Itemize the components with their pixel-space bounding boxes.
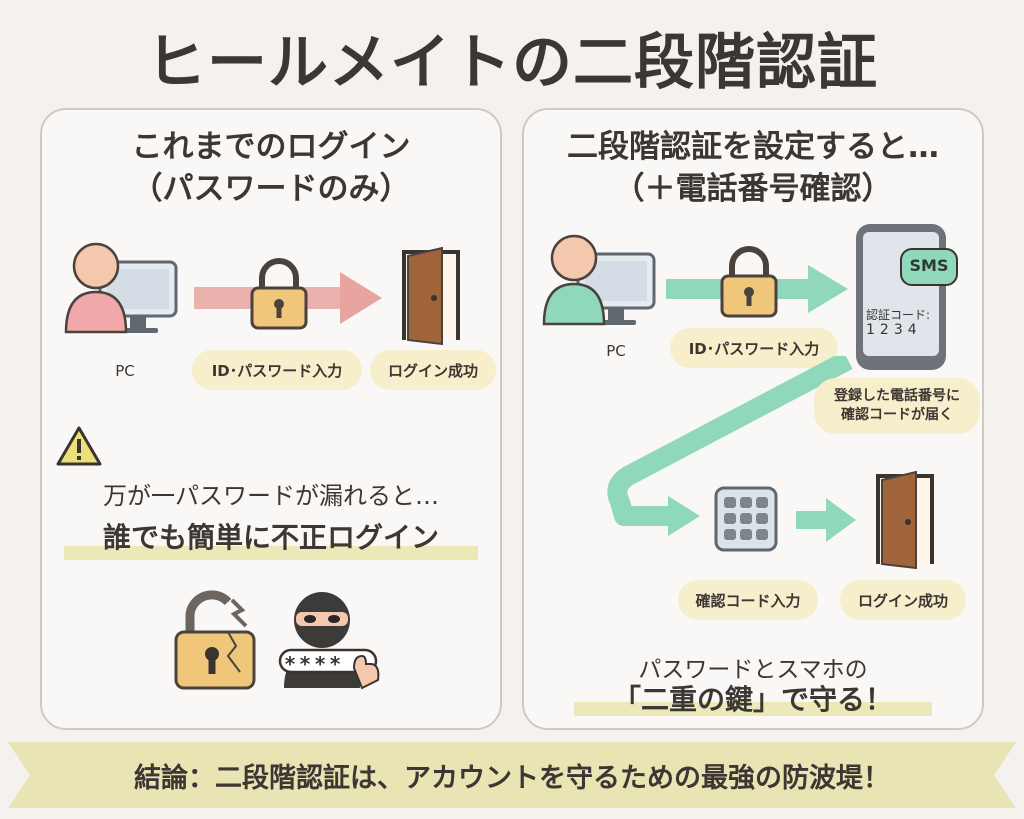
summary-line2: 「二重の鍵」で守る！ (612, 683, 893, 716)
left-panel (40, 108, 502, 730)
left-heading-line1: これまでのログイン (131, 129, 411, 165)
warning-highlight (64, 546, 478, 560)
warning-emphasis: 誰でも簡単に不正ログイン (102, 521, 439, 554)
pc-user-icon (64, 242, 178, 334)
broken-lock-icon (174, 590, 256, 690)
right-step-code: 確認コード入力 (678, 580, 818, 620)
bottom-banner-shape (8, 742, 1016, 808)
page-title: ヒールメイトの二段階認証 (146, 28, 878, 98)
pc-user-icon-right (542, 234, 656, 326)
summary-line1: パスワードとスマホの (638, 657, 868, 683)
left-heading-line2: （パスワードのみ） (131, 171, 411, 207)
password-mask: **** (284, 652, 345, 676)
left-step-success: ログイン成功 (370, 350, 496, 390)
sms-label: SMS (909, 256, 949, 275)
code-value: 1234 (866, 322, 922, 338)
lock-icon (250, 258, 308, 330)
thief-icon (278, 592, 380, 690)
warning-icon (56, 426, 102, 466)
right-flow-arrow-3 (796, 498, 856, 542)
sms-note-line1: 登録した電話番号に (834, 388, 960, 404)
sms-bubble (900, 248, 958, 286)
door-icon-right (876, 470, 934, 570)
right-step-password: ID･パスワード入力 (670, 328, 838, 368)
warning-line: 万が一パスワードが漏れると… (103, 482, 439, 510)
keypad-icon (714, 486, 778, 552)
smartphone (856, 224, 946, 370)
left-step-password: ID･パスワード入力 (192, 350, 362, 390)
right-flow-arrow-2 (607, 356, 853, 536)
sms-note: 登録した電話番号に 確認コードが届く (814, 378, 980, 434)
sms-note-line2: 確認コードが届く (841, 407, 953, 423)
door-icon (402, 246, 460, 346)
bottom-banner-text: 結論：二段階認証は、アカウントを守るための最強の防波堤！ (134, 763, 890, 794)
lock-icon-right (720, 246, 778, 318)
left-pc-label: PC (115, 362, 135, 380)
right-step-success: ログイン成功 (840, 580, 966, 620)
summary-highlight (574, 702, 932, 716)
right-heading-line2: （＋電話番号確認） (613, 171, 893, 207)
right-pc-label: PC (606, 342, 626, 360)
right-heading-line1: 二段階認証を設定すると… (567, 129, 939, 165)
code-label: 認証コード: (866, 308, 931, 322)
